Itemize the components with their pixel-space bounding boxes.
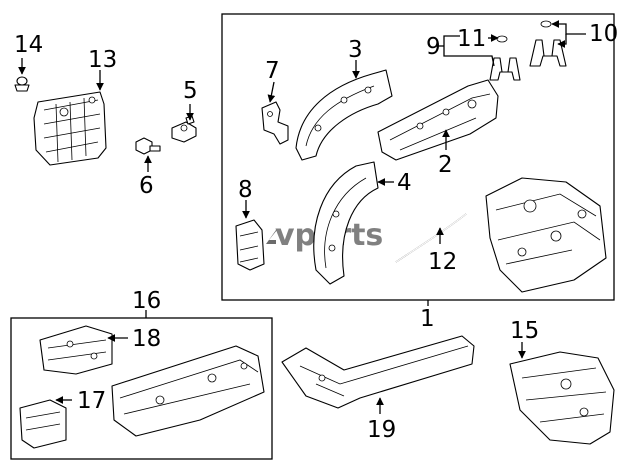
- callout-5: 5: [183, 78, 198, 104]
- leader-lines: [18, 20, 586, 414]
- callout-3: 3: [348, 37, 363, 63]
- callout-14: 14: [14, 32, 43, 58]
- callout-17: 17: [77, 388, 106, 414]
- assembly-16-box: [10, 317, 273, 460]
- part-15-panel: [509, 351, 615, 445]
- part-9-bracket: [489, 57, 521, 81]
- part-3-arch: [295, 69, 393, 161]
- part-12-hose: [395, 213, 467, 263]
- part-7-bracket: [261, 101, 289, 145]
- callout-7: 7: [265, 58, 280, 84]
- part-19-rail: [281, 335, 475, 409]
- callout-15: 15: [510, 318, 539, 344]
- part-14-clip: [14, 76, 30, 92]
- callout-18: 18: [132, 326, 161, 352]
- callout-19: 19: [367, 417, 396, 443]
- part-4-arch: [313, 161, 379, 285]
- callout-8: 8: [238, 177, 253, 203]
- callout-4: 4: [397, 170, 412, 196]
- part-17-block: [19, 399, 67, 449]
- part-11-grommet: [496, 20, 552, 43]
- part-8-block: [235, 219, 265, 271]
- callout-12: 12: [428, 249, 457, 275]
- callout-16: 16: [132, 288, 161, 314]
- part-5-sensor: [171, 115, 197, 143]
- callout-9: 9: [426, 34, 441, 60]
- callout-11: 11: [457, 26, 486, 52]
- part-1-apron: [485, 177, 607, 293]
- callout-1: 1: [420, 306, 435, 332]
- callout-13: 13: [88, 47, 117, 73]
- part-13-panel: [33, 91, 107, 166]
- part-16-side-member: [111, 345, 265, 437]
- part-18-block: [39, 325, 113, 375]
- callout-6: 6: [139, 173, 154, 199]
- part-10-bracket: [529, 39, 567, 67]
- part-6-bolt: [135, 137, 161, 155]
- assembly-1-box: [221, 13, 615, 301]
- callout-2: 2: [438, 152, 453, 178]
- part-2-rail: [377, 79, 499, 161]
- callout-10: 10: [589, 21, 618, 47]
